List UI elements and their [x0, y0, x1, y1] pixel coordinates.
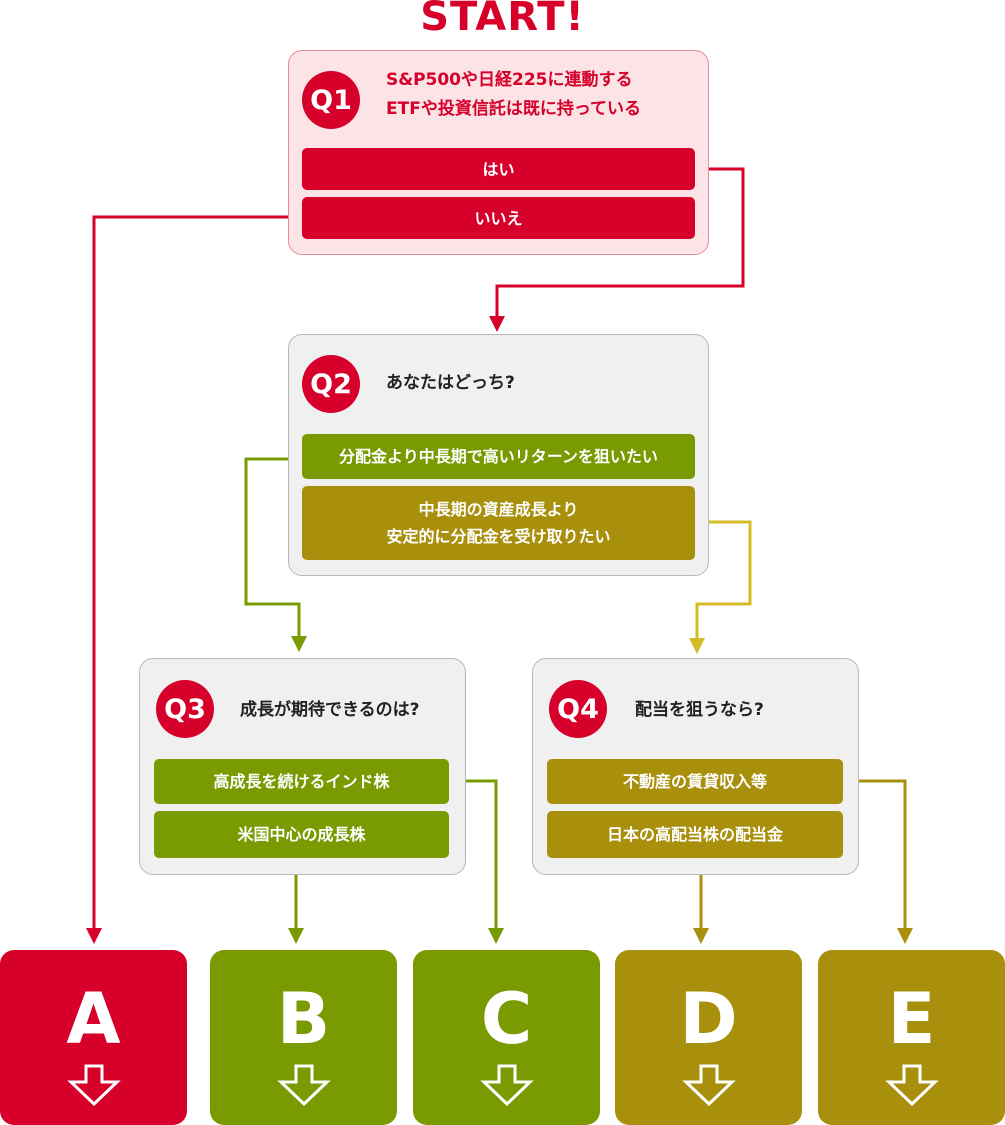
- option-q3-us-growth[interactable]: 米国中心の成長株: [154, 811, 449, 858]
- result-a[interactable]: A: [0, 950, 187, 1125]
- option-q4-real-estate[interactable]: 不動産の賃貸収入等: [547, 759, 843, 804]
- result-d-letter: D: [679, 978, 738, 1060]
- connector-q4-opt1-to-e: [843, 779, 907, 930]
- down-arrow-icon: [277, 1064, 331, 1106]
- arrowhead-b: [288, 928, 304, 944]
- question-text-q1-line2: ETFや投資信託は既に持っている: [386, 99, 641, 119]
- arrowhead-q2: [489, 316, 505, 332]
- question-text-q1-line1: S&P500や日経225に連動する: [386, 70, 633, 90]
- question-text-q1: S&P500や日経225に連動する ETFや投資信託は既に持っている: [386, 66, 706, 124]
- result-d[interactable]: D: [615, 950, 802, 1125]
- result-b[interactable]: B: [210, 950, 397, 1125]
- question-text-q3: 成長が期待できるのは?: [240, 700, 420, 720]
- option-q1-no[interactable]: いいえ: [302, 197, 695, 239]
- question-text-q2: あなたはどっち?: [386, 373, 515, 393]
- option-q2-growth[interactable]: 分配金より中長期で高いリターンを狙いたい: [302, 434, 695, 479]
- option-q3-india[interactable]: 高成長を続けるインド株: [154, 759, 449, 804]
- result-b-letter: B: [276, 978, 331, 1060]
- option-q2-dividend-line2: 安定的に分配金を受け取りたい: [386, 527, 611, 546]
- arrowhead-c: [488, 928, 504, 944]
- option-q1-yes[interactable]: はい: [302, 148, 695, 190]
- arrowhead-q4: [689, 638, 705, 654]
- connector-q2-opt2-to-q4: [695, 520, 752, 640]
- down-arrow-icon: [67, 1064, 121, 1106]
- result-e[interactable]: E: [818, 950, 1005, 1125]
- question-badge-q2: Q2: [302, 355, 360, 413]
- down-arrow-icon: [480, 1064, 534, 1106]
- result-c-letter: C: [480, 978, 533, 1060]
- arrowhead-a: [86, 928, 102, 944]
- down-arrow-icon: [682, 1064, 736, 1106]
- option-q2-dividend[interactable]: 中長期の資産成長より 安定的に分配金を受け取りたい: [302, 486, 695, 560]
- result-e-letter: E: [887, 978, 936, 1060]
- connector-q1-yes-to-q2: [495, 167, 745, 318]
- option-q4-japan-dividend[interactable]: 日本の高配当株の配当金: [547, 811, 843, 858]
- start-title: START!: [420, 0, 585, 40]
- result-c[interactable]: C: [413, 950, 600, 1125]
- arrowhead-e: [897, 928, 913, 944]
- down-arrow-icon: [885, 1064, 939, 1106]
- question-badge-q1: Q1: [302, 71, 360, 129]
- result-a-letter: A: [66, 978, 121, 1060]
- option-q2-dividend-line1: 中長期の資産成長より: [418, 500, 579, 519]
- connector-q1-no-to-a: [92, 215, 302, 930]
- question-badge-q3: Q3: [156, 680, 214, 738]
- question-badge-q4: Q4: [549, 680, 607, 738]
- arrowhead-q3: [291, 636, 307, 652]
- arrowhead-d: [693, 928, 709, 944]
- connector-q2-opt1-to-q3: [244, 457, 302, 638]
- question-text-q4: 配当を狙うなら?: [635, 700, 764, 720]
